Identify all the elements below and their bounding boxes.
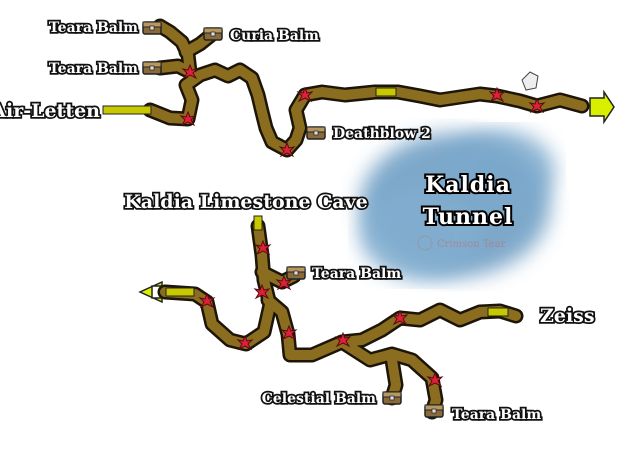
treasure-label: Teara Balm xyxy=(49,20,138,36)
watermark: Crimson Tear xyxy=(437,239,506,250)
arrow-right-icon[interactable] xyxy=(589,89,615,125)
treasure-label: Curia Balm xyxy=(230,28,319,44)
zeiss-exit-bar[interactable] xyxy=(487,307,509,317)
watermark-logo-icon xyxy=(417,235,433,251)
exit-bar xyxy=(165,287,195,297)
chest-icon[interactable] xyxy=(424,404,444,418)
chest-icon[interactable] xyxy=(286,266,306,280)
crystal-icon xyxy=(521,71,539,91)
chest-icon[interactable] xyxy=(203,27,223,41)
chest-icon[interactable] xyxy=(142,21,162,35)
treasure-label: Teara Balm xyxy=(452,407,541,423)
air-letten-exit-bar[interactable] xyxy=(102,105,152,115)
exit-label-zeiss: Zeiss xyxy=(540,305,595,327)
exit-label-kaldia-limestone-cave: Kaldia Limestone Cave xyxy=(124,191,367,213)
treasure-label: Teara Balm xyxy=(312,266,401,282)
treasure-label: Deathblow 2 xyxy=(333,126,431,142)
limestone-cave-exit-bar[interactable] xyxy=(253,215,263,231)
chest-icon[interactable] xyxy=(142,61,162,75)
arrow-left-icon[interactable] xyxy=(138,280,163,304)
treasure-label: Celestial Balm xyxy=(262,391,376,407)
area-title-line1: Kaldia xyxy=(425,172,511,198)
chest-icon[interactable] xyxy=(306,126,326,140)
exit-label-air-letten: Air-Letten xyxy=(0,100,100,122)
upper-tunnel xyxy=(102,18,615,158)
area-title-line2: Tunnel xyxy=(423,204,514,230)
chest-icon[interactable] xyxy=(382,391,402,405)
exit-bar xyxy=(375,87,397,97)
kaldia-tunnel-cloud xyxy=(360,130,555,280)
treasure-label: Teara Balm xyxy=(49,61,138,77)
